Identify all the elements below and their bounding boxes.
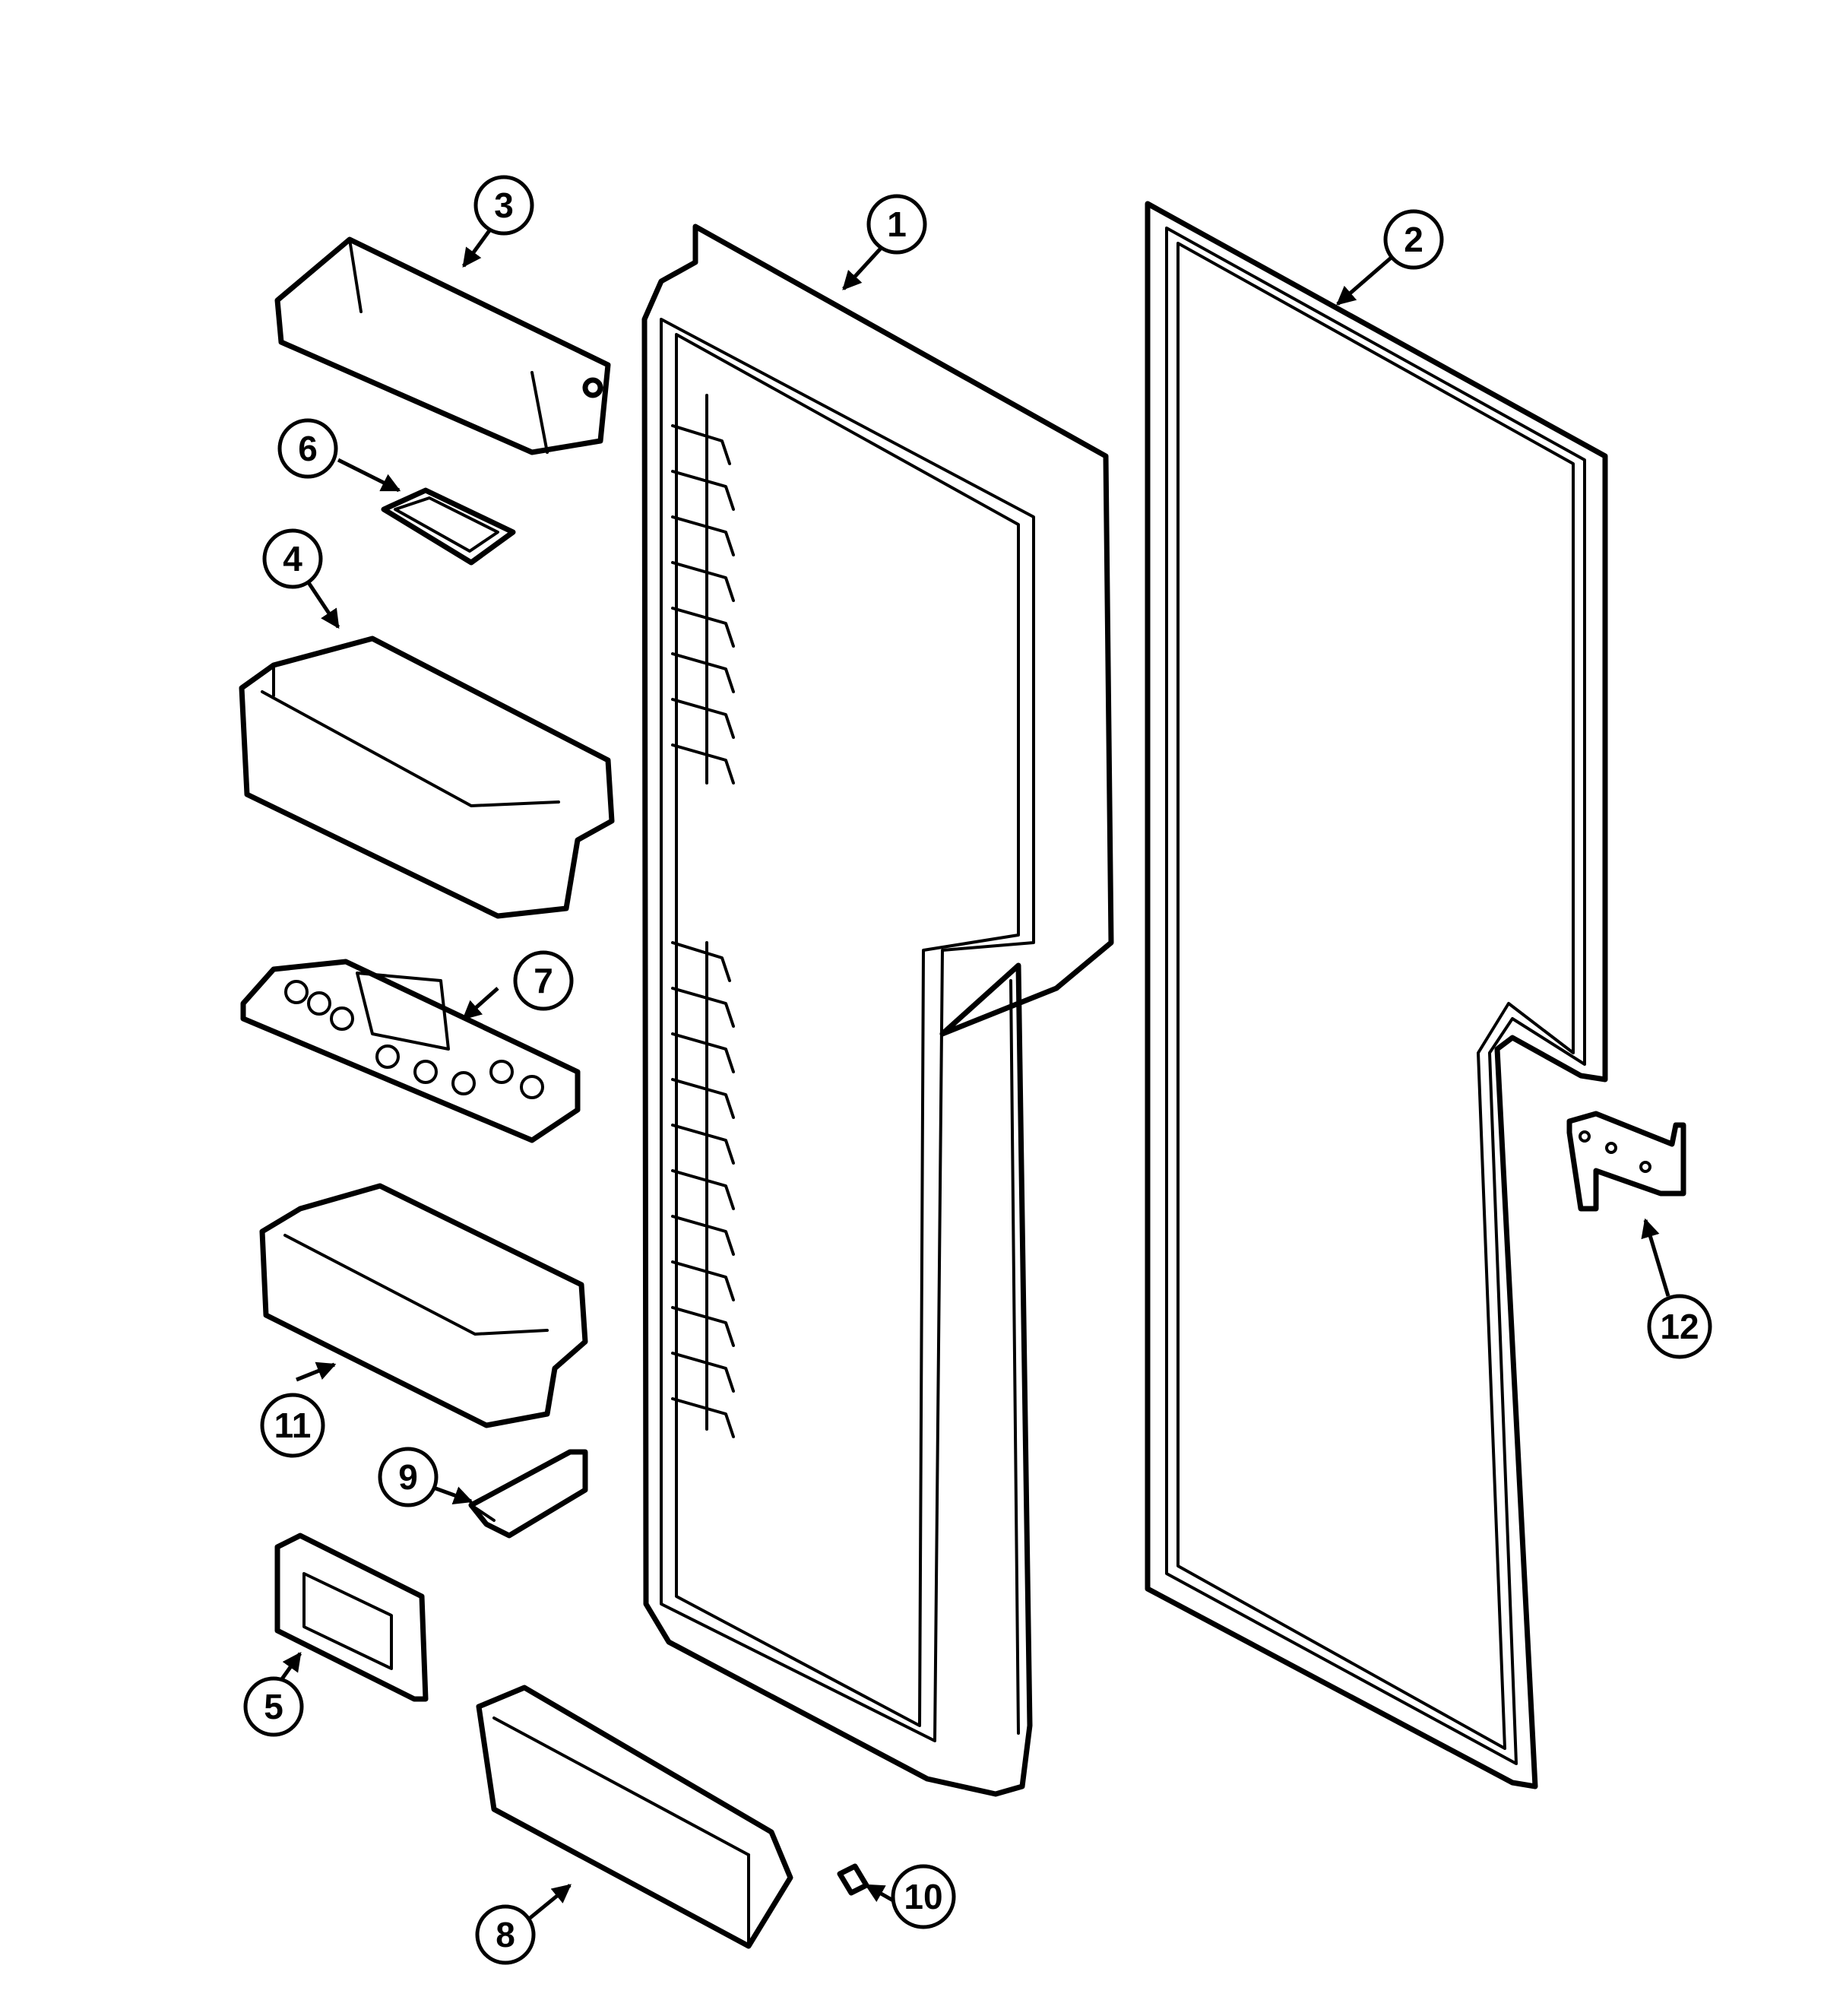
part-3-dairy-bin bbox=[274, 236, 611, 455]
callout-7: 7 bbox=[513, 950, 574, 1011]
callout-6: 6 bbox=[277, 418, 338, 479]
callout-5-label: 5 bbox=[264, 1687, 283, 1726]
callout-2-label: 2 bbox=[1404, 220, 1423, 259]
part-5-cover bbox=[274, 1533, 429, 1702]
leaders bbox=[279, 223, 1670, 1921]
callout-5: 5 bbox=[243, 1676, 304, 1737]
egg-cups bbox=[284, 980, 544, 1099]
part-9-clip bbox=[468, 1449, 588, 1539]
part-2-door-gasket bbox=[1145, 201, 1608, 1789]
callout-10-label: 10 bbox=[904, 1877, 942, 1916]
part-12-hinge-bracket bbox=[1566, 1111, 1686, 1212]
part-7-egg-tray bbox=[240, 959, 581, 1143]
callout-12-label: 12 bbox=[1660, 1307, 1699, 1346]
callout-7-label: 7 bbox=[534, 961, 553, 1000]
callout-6-label: 6 bbox=[298, 429, 318, 468]
part-10-cap bbox=[837, 1863, 869, 1896]
callout-11: 11 bbox=[260, 1393, 325, 1458]
lower-shelf-ribs bbox=[671, 941, 735, 1438]
callout-9-label: 9 bbox=[398, 1457, 418, 1497]
part-1-door-liner bbox=[641, 223, 1114, 1797]
callout-1-label: 1 bbox=[887, 204, 907, 244]
callout-1: 1 bbox=[866, 194, 927, 255]
callout-2: 2 bbox=[1383, 209, 1444, 270]
callout-11-label: 11 bbox=[274, 1406, 312, 1445]
callout-8: 8 bbox=[475, 1904, 536, 1965]
callout-4-label: 4 bbox=[283, 539, 302, 578]
part-6-tray bbox=[381, 487, 516, 566]
part-4-door-bin bbox=[239, 636, 615, 919]
callout-4: 4 bbox=[262, 528, 323, 589]
callout-10: 10 bbox=[891, 1864, 956, 1929]
callout-12: 12 bbox=[1647, 1294, 1712, 1359]
part-8-door-shelf bbox=[476, 1685, 793, 1949]
callout-3: 3 bbox=[473, 175, 534, 236]
callout-8-label: 8 bbox=[496, 1915, 515, 1954]
part-11-door-bin bbox=[259, 1183, 588, 1428]
callout-9: 9 bbox=[378, 1447, 439, 1507]
upper-shelf-ribs bbox=[671, 424, 735, 785]
callout-3-label: 3 bbox=[494, 185, 514, 225]
